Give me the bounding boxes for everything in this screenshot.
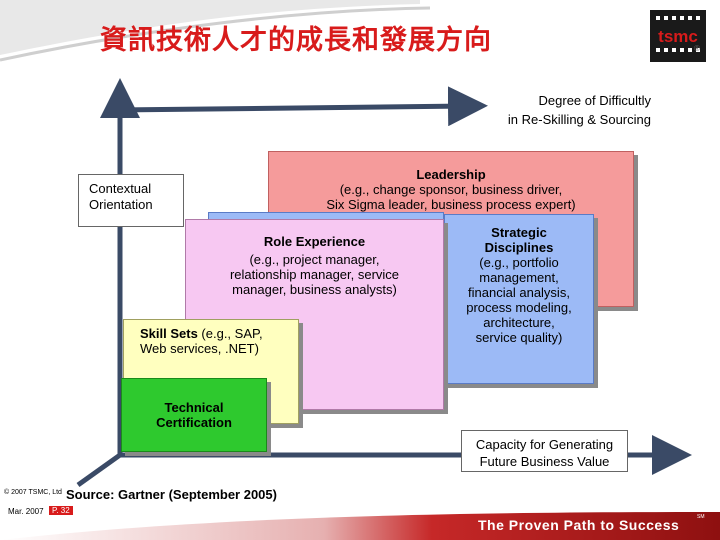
skill-line2: Web services, .NET) (140, 341, 259, 356)
leadership-title: Leadership (416, 167, 486, 182)
strategic-line: process modeling, (466, 300, 572, 315)
date-text: Mar. 2007 (8, 507, 44, 516)
y-axis-label-line1: Degree of Difficultly (538, 93, 651, 108)
diagonal-axis-upper (119, 86, 488, 127)
leadership-line1: (e.g., change sponsor, business driver, (339, 182, 563, 197)
technical-line1: Technical (164, 400, 224, 415)
footer-tagline: The Proven Path to Success (478, 517, 680, 533)
y-axis-label: Degree of Difficultly in Re-Skilling & S… (475, 91, 651, 129)
diagonal-axis (76, 452, 122, 488)
skill-line1: Skill Sets (e.g., SAP, (124, 326, 298, 341)
role-line: relationship manager, service (229, 267, 400, 282)
registered-mark: ® (694, 44, 700, 53)
strategic-title1: Strategic (491, 225, 547, 240)
copyright-text: © 2007 TSMC, Ltd (4, 489, 62, 496)
service-mark: SM (697, 514, 705, 520)
strategic-line: architecture, (483, 315, 555, 330)
page-title: 資訊技術人才的成長和發展方向 (100, 25, 492, 56)
x-axis-label: Capacity for Generating Future Business … (461, 430, 628, 472)
strategic-layer: Strategic Disciplines (e.g., portfolio m… (444, 214, 594, 384)
skill-line1-rest: (e.g., SAP, (197, 326, 263, 341)
contextual-orientation-label: Contextual Orientation (78, 174, 184, 227)
source-citation: Source: Gartner (September 2005) (66, 487, 277, 502)
y-axis-label-line2: in Re-Skilling & Sourcing (507, 112, 651, 127)
skill-title: Skill Sets (140, 326, 198, 341)
contextual-line1: Contextual (89, 181, 152, 196)
strategic-line: service quality) (475, 330, 563, 345)
role-line: (e.g., project manager, (249, 252, 380, 267)
technical-line2: Certification (156, 415, 232, 430)
strategic-line: financial analysis, (468, 285, 570, 300)
leadership-line2: Six Sigma leader, business process exper… (326, 197, 576, 212)
strategic-line: management, (479, 270, 559, 285)
skill-sets-layer: Skill Sets (e.g., SAP, Web services, .NE… (123, 319, 299, 424)
x-axis-label-line1: Capacity for Generating (475, 437, 614, 452)
strategic-line: (e.g., portfolio (479, 255, 559, 270)
tsmc-logo: tsmc (648, 8, 708, 64)
page-number: P. 32 (49, 506, 73, 515)
strategic-title2: Disciplines (484, 240, 554, 255)
role-title: Role Experience (263, 234, 366, 249)
footer-band (0, 512, 720, 540)
x-axis-label-line2: Future Business Value (479, 454, 610, 469)
role-line: manager, business analysts) (232, 282, 397, 297)
contextual-line2: Orientation (89, 197, 153, 212)
technical-certification-layer: Technical Certification (121, 378, 267, 452)
logo-text: tsmc (658, 27, 698, 46)
